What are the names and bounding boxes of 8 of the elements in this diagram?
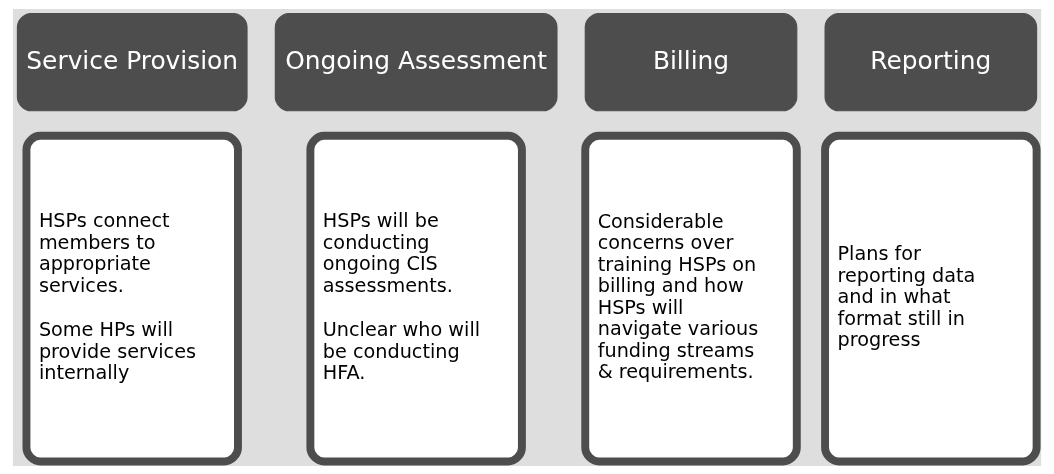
node-box: Considerable concerns over training HSPs on billing and how HSPs will navigate various funding streams & requirements.: [581, 131, 801, 465]
node-box: HSPs will be conducting ongoing CIS assessments. Unclear who will be conducting HFA.: [306, 131, 526, 465]
node-box: Billing: [584, 12, 798, 111]
node-box: HSPs connect members to appropriate services. Some HPs will provide services internally: [22, 131, 242, 465]
node-box: Reporting: [824, 12, 1038, 111]
node-box: Ongoing Assessment: [274, 12, 558, 111]
node-box: Plans for reporting data and in what format still in progress: [821, 131, 1041, 465]
node-box: Service Provision: [16, 12, 248, 111]
